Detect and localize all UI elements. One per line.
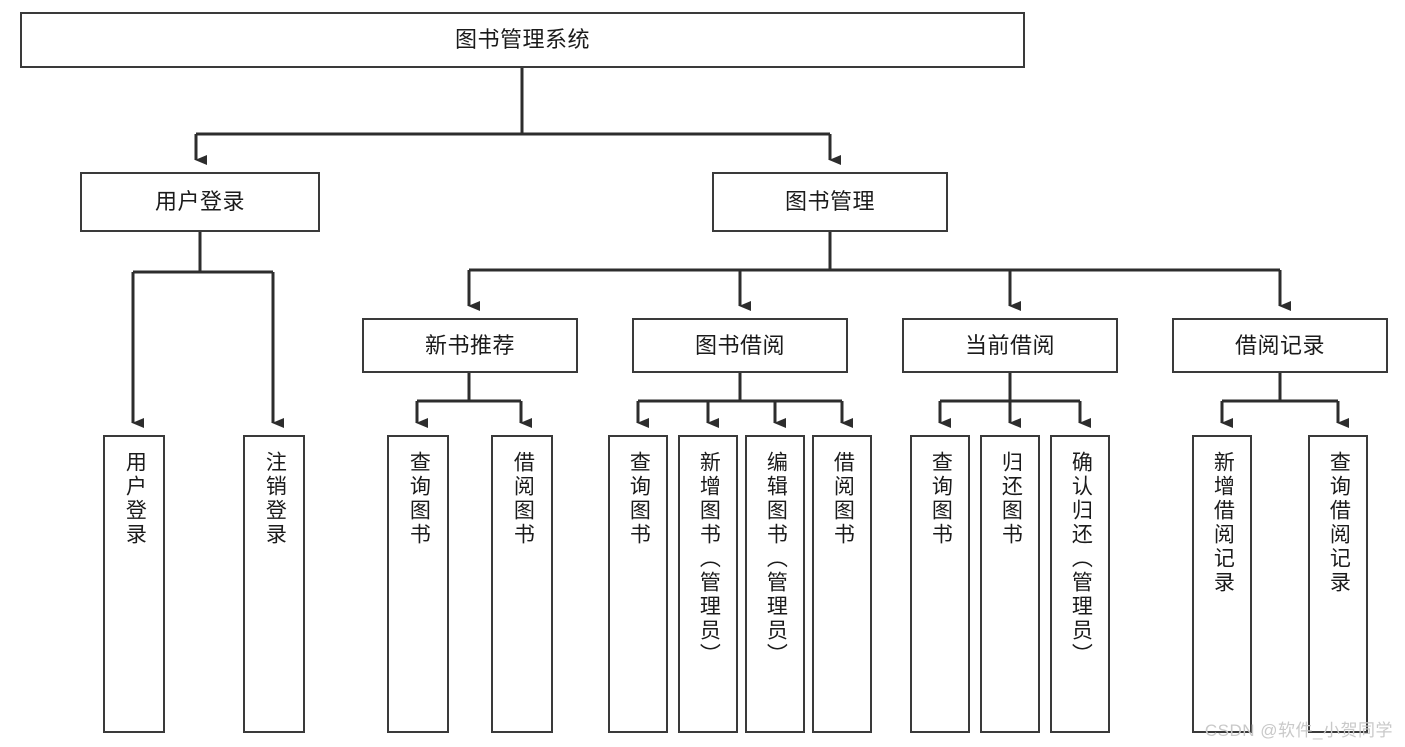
node-book-borrow-label: 图书借阅 [694, 332, 785, 358]
node-leaf-edit-book-label: 编辑图书（管理员） [764, 451, 788, 667]
node-leaf-query-record[interactable]: 查询借阅记录 [1308, 435, 1368, 733]
node-root[interactable]: 图书管理系统 [20, 12, 1025, 68]
node-root-label: 图书管理系统 [454, 27, 590, 53]
node-leaf-query-book-3[interactable]: 查询图书 [910, 435, 970, 733]
node-user-login[interactable]: 用户登录 [80, 172, 320, 232]
node-book-manage[interactable]: 图书管理 [712, 172, 948, 232]
node-current-borrow[interactable]: 当前借阅 [902, 318, 1118, 373]
node-borrow-record[interactable]: 借阅记录 [1172, 318, 1388, 373]
node-book-borrow[interactable]: 图书借阅 [632, 318, 848, 373]
node-leaf-confirm-return-label: 确认归还（管理员） [1069, 451, 1093, 667]
node-leaf-borrow-book-2-label: 借阅图书 [831, 451, 855, 547]
node-current-borrow-label: 当前借阅 [964, 332, 1055, 358]
node-leaf-logout-login[interactable]: 注销登录 [243, 435, 305, 733]
node-leaf-user-login-label: 用户登录 [123, 451, 147, 547]
node-leaf-add-record-label: 新增借阅记录 [1211, 451, 1235, 595]
node-leaf-return-book-label: 归还图书 [999, 451, 1023, 547]
node-leaf-query-record-label: 查询借阅记录 [1327, 451, 1351, 595]
node-leaf-user-login[interactable]: 用户登录 [103, 435, 165, 733]
node-leaf-logout-login-label: 注销登录 [263, 451, 287, 547]
node-leaf-query-book-2-label: 查询图书 [627, 451, 651, 547]
csdn-watermark: CSDN @软件_小贺同学 [1204, 721, 1393, 740]
node-leaf-add-book-label: 新增图书（管理员） [697, 451, 721, 667]
node-leaf-query-book-3-label: 查询图书 [929, 451, 953, 547]
node-user-login-label: 用户登录 [154, 189, 245, 215]
node-leaf-query-book-1-label: 查询图书 [407, 451, 431, 547]
node-book-manage-label: 图书管理 [784, 189, 875, 215]
node-leaf-add-book[interactable]: 新增图书（管理员） [678, 435, 738, 733]
node-leaf-confirm-return[interactable]: 确认归还（管理员） [1050, 435, 1110, 733]
node-leaf-add-record[interactable]: 新增借阅记录 [1192, 435, 1252, 733]
node-leaf-query-book-2[interactable]: 查询图书 [608, 435, 668, 733]
node-leaf-query-book-1[interactable]: 查询图书 [387, 435, 449, 733]
node-borrow-record-label: 借阅记录 [1234, 332, 1325, 358]
node-leaf-borrow-book-1[interactable]: 借阅图书 [491, 435, 553, 733]
node-leaf-return-book[interactable]: 归还图书 [980, 435, 1040, 733]
node-new-book-recommend[interactable]: 新书推荐 [362, 318, 578, 373]
node-leaf-edit-book[interactable]: 编辑图书（管理员） [745, 435, 805, 733]
node-leaf-borrow-book-2[interactable]: 借阅图书 [812, 435, 872, 733]
node-new-book-recommend-label: 新书推荐 [424, 332, 515, 358]
node-leaf-borrow-book-1-label: 借阅图书 [511, 451, 535, 547]
